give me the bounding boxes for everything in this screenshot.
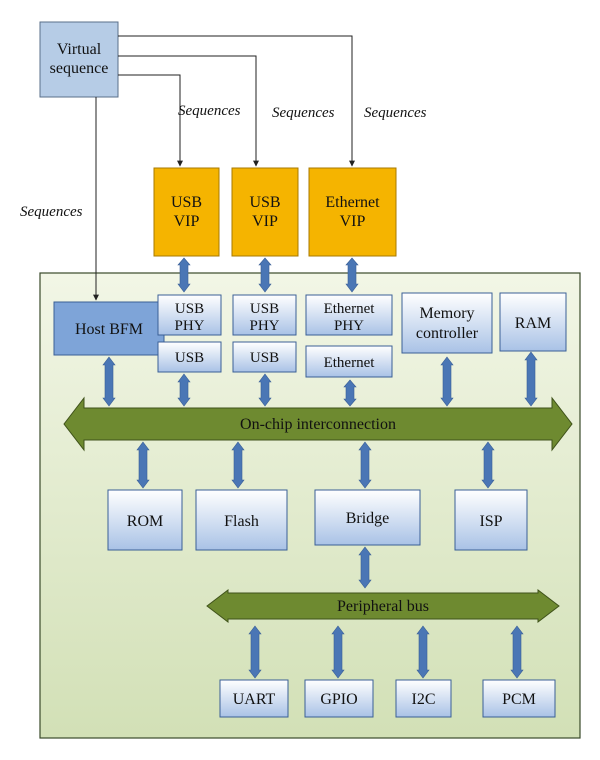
arrow-peripheral-i2c (416, 625, 430, 679)
sequence-line-usb2 (118, 55, 259, 167)
arrow-host-bus (102, 356, 116, 407)
arrow-peripheral-pcm (510, 625, 524, 679)
on-chip-interconnection-label: On-chip interconnection (240, 416, 396, 433)
bridge-block: Bridge (314, 489, 421, 546)
flash-label: Flash (224, 513, 259, 530)
host-bfm-label: Host BFM (75, 321, 143, 338)
sequences-label-usb: Sequences (178, 103, 241, 119)
usb-vip-2-line1: USB (249, 194, 280, 211)
bridge-label: Bridge (346, 510, 390, 527)
ethernet-vip-line2: VIP (340, 213, 366, 230)
memory-controller-block: Memory controller (401, 292, 493, 354)
memory-controller-line2: controller (416, 325, 479, 342)
ram-label: RAM (515, 315, 551, 332)
memory-controller-line1: Memory (419, 305, 474, 322)
usb-phy-1-block: USB PHY (157, 294, 222, 336)
uart-block: UART (219, 679, 289, 718)
arrow-usb1-bus (177, 373, 191, 407)
i2c-label: I2C (412, 691, 436, 708)
usb-phy-2-block: USB PHY (232, 294, 297, 336)
on-chip-interconnection-bus: On-chip interconnection (63, 396, 573, 452)
arrow-peripheral-uart (248, 625, 262, 679)
arrow-usb-vip1-phy (177, 257, 191, 293)
pcm-label: PCM (502, 691, 536, 708)
arrow-ethernet-vip-phy (345, 257, 359, 293)
usb-phy-1-line2: PHY (174, 318, 204, 334)
arrow-ethernet-bus (343, 379, 357, 407)
arrow-bus-isp (481, 441, 495, 489)
usb-vip-2-line2: VIP (252, 213, 278, 230)
ethernet-phy-line1: Ethernet (324, 301, 376, 317)
uart-label: UART (233, 691, 276, 708)
ram-block: RAM (499, 292, 567, 352)
rom-label: ROM (127, 513, 163, 530)
usb-phy-2-line2: PHY (249, 318, 279, 334)
pcm-block: PCM (482, 679, 556, 718)
blue-connectors (102, 257, 538, 679)
arrow-ram-bus (524, 351, 538, 407)
peripheral-bus-label: Peripheral bus (337, 598, 429, 615)
usb-vip-1-line1: USB (171, 194, 202, 211)
usb-vip-1: USB VIP (153, 167, 220, 257)
arrow-bus-rom (136, 441, 150, 489)
usb-phy-1-line1: USB (175, 301, 204, 317)
arrow-usb-vip2-phy (258, 257, 272, 293)
usb-1-label: USB (175, 350, 204, 366)
arrow-usb2-bus (258, 373, 272, 407)
sequences-label-ethernet: Sequences (364, 105, 427, 121)
isp-label: ISP (479, 513, 502, 530)
usb-vip-1-line2: VIP (174, 213, 200, 230)
arrow-bus-flash (231, 441, 245, 489)
ethernet-phy-block: Ethernet PHY (305, 294, 393, 336)
i2c-block: I2C (395, 679, 452, 718)
arrow-peripheral-gpio (331, 625, 345, 679)
sequences-label-mid: Sequences (272, 105, 335, 121)
virtual-sequence-line2: sequence (50, 60, 109, 77)
virtual-sequence-line1: Virtual (57, 41, 102, 58)
arrow-bus-bridge (358, 441, 372, 489)
ethernet-vip: Ethernet VIP (308, 167, 397, 257)
sequences-label-host: Sequences (20, 204, 83, 220)
gpio-block: GPIO (304, 679, 374, 718)
usb-1-block: USB (157, 341, 222, 373)
rom-block: ROM (107, 489, 183, 551)
flash-block: Flash (195, 489, 288, 551)
ethernet-vip-line1: Ethernet (325, 194, 380, 211)
arrow-bridge-peripheral (358, 546, 372, 589)
sequence-connectors (93, 35, 355, 301)
usb-phy-2-line1: USB (250, 301, 279, 317)
isp-block: ISP (454, 489, 528, 551)
sequence-line-usb1 (118, 74, 183, 167)
usb-2-label: USB (250, 350, 279, 366)
host-bfm-block: Host BFM (53, 301, 165, 356)
peripheral-bus: Peripheral bus (206, 588, 560, 624)
ethernet-label: Ethernet (324, 355, 376, 371)
sequence-line-ethernet (118, 35, 355, 167)
virtual-sequence-box: Virtual sequence (39, 21, 119, 98)
ethernet-block: Ethernet (305, 345, 393, 378)
usb-vip-2: USB VIP (231, 167, 299, 257)
usb-2-block: USB (232, 341, 297, 373)
gpio-label: GPIO (320, 691, 357, 708)
arrow-memctrl-bus (440, 356, 454, 407)
ethernet-phy-line2: PHY (334, 318, 364, 334)
